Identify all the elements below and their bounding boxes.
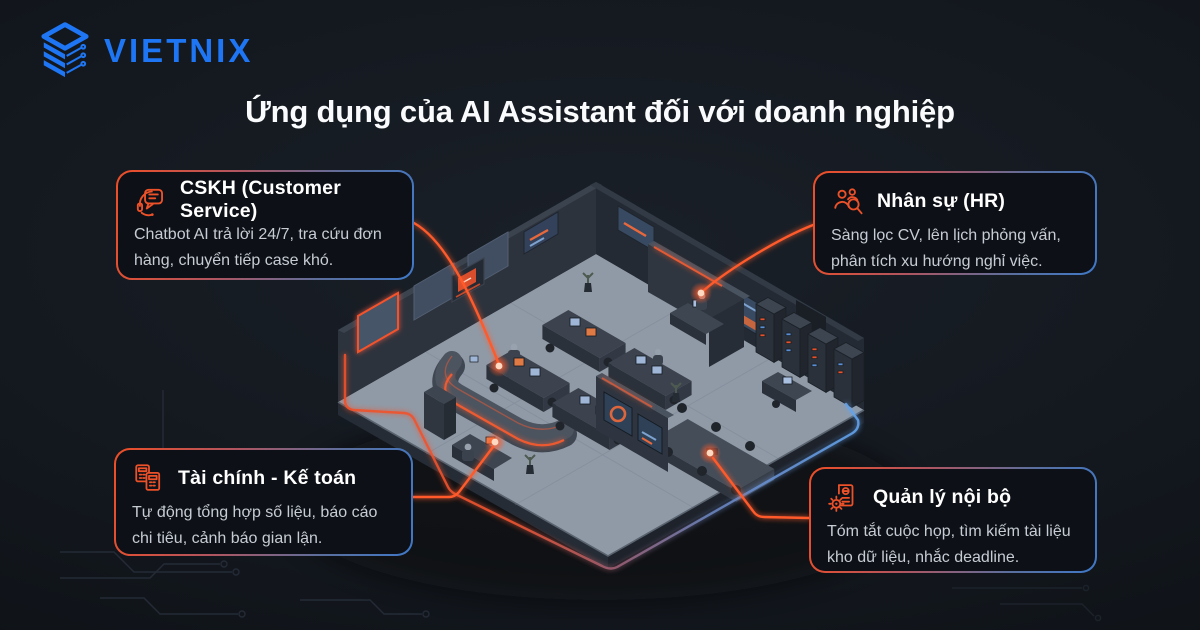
callout-description: Tóm tắt cuộc họp, tìm kiếm tài liệu kho …	[827, 523, 1071, 566]
callout-title: Tài chính - Kế toán	[178, 466, 357, 489]
callout-description: Chatbot AI trả lời 24/7, tra cứu đơn hàn…	[134, 226, 382, 269]
page-title: Ứng dụng của AI Assistant đối với doanh …	[245, 94, 955, 129]
document-gear-icon	[828, 484, 854, 512]
people-search-icon	[834, 188, 863, 215]
connector-hr	[701, 223, 815, 293]
server-racks	[755, 297, 865, 409]
callout-title: CSKH (Customer Service)	[180, 177, 341, 222]
callout-title: Quản lý nội bộ	[873, 485, 1012, 508]
vietnix-logo-icon	[41, 22, 89, 78]
dual-calculator-icon	[135, 464, 161, 491]
reception-desk	[432, 343, 577, 453]
finance-desk	[424, 385, 512, 481]
callout-customer-service: CSKH (Customer Service) Chatbot AI trả l…	[116, 170, 414, 280]
vietnix-logo: VIETNIX	[36, 22, 253, 78]
connector-internal	[711, 456, 811, 520]
glow-dots	[484, 282, 721, 464]
connector-customer-service	[412, 221, 500, 364]
callout-description: Tự động tổng hợp số liệu, báo cáo chi ti…	[132, 504, 378, 547]
callout-hr: Nhân sự (HR) Sàng lọc CV, lên lịch phỏng…	[813, 171, 1097, 275]
plants	[524, 272, 682, 474]
logo-wordmark: VIETNIX	[104, 31, 254, 69]
callout-finance: Tài chính - Kế toán Tự động tổng hợp số …	[114, 448, 413, 556]
dashboard-wall	[596, 373, 674, 472]
callout-title: Nhân sự (HR)	[877, 189, 1006, 212]
headset-chat-icon	[136, 188, 163, 217]
callout-internal-management: Quản lý nội bộ Tóm tắt cuộc họp, tìm kiế…	[809, 467, 1097, 573]
connector-finance	[411, 445, 495, 499]
decorative-edge-line	[343, 353, 860, 570]
callout-description: Sàng lọc CV, lên lịch phỏng vấn, phân tí…	[831, 227, 1061, 270]
